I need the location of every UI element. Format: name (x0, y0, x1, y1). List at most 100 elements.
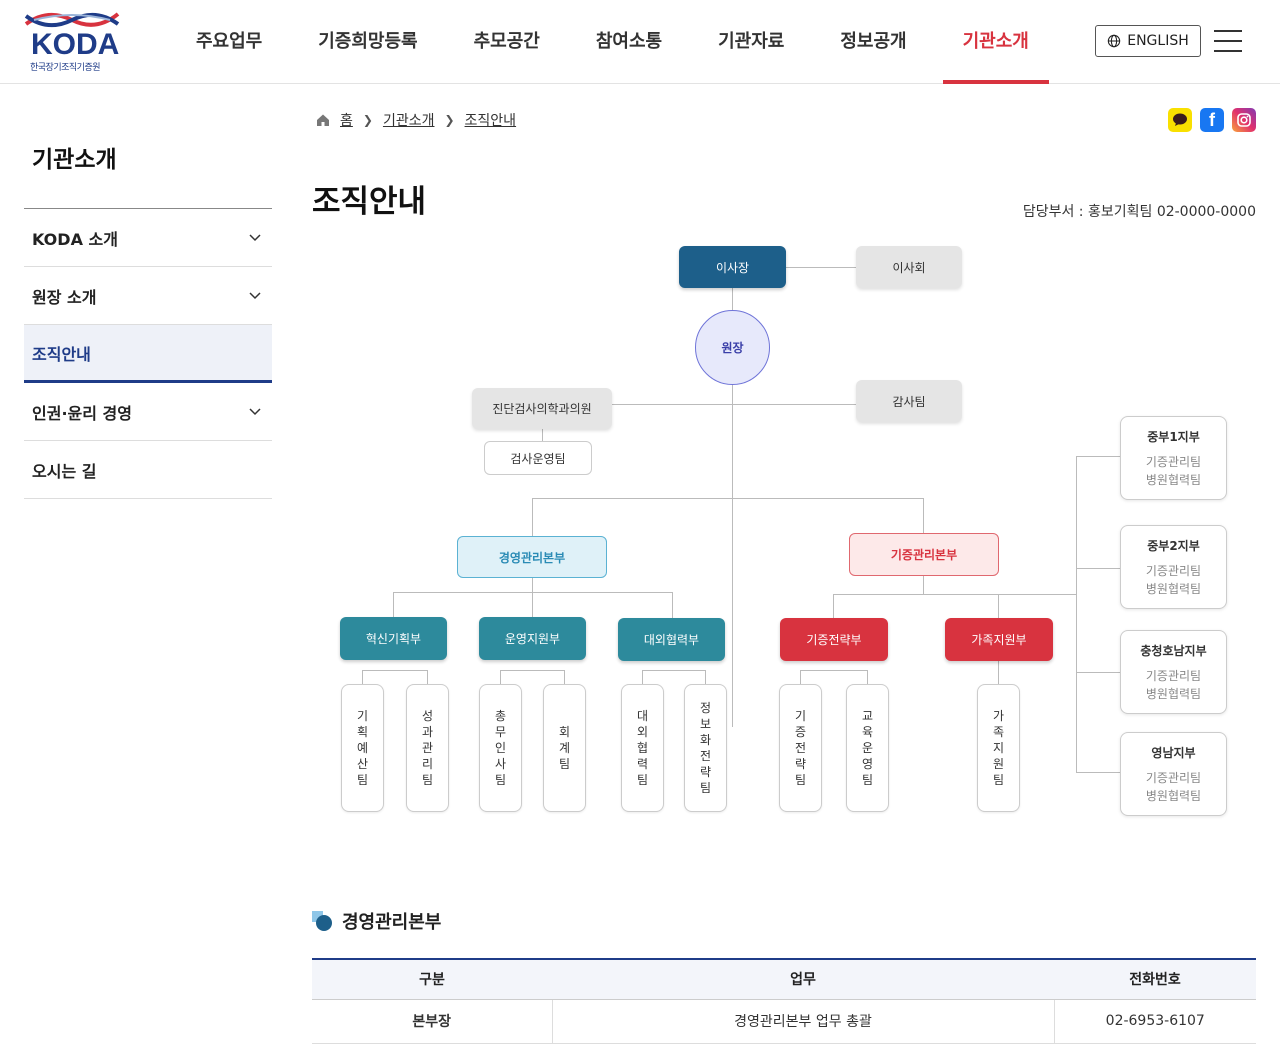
table-header: 구분 (312, 959, 552, 1000)
org-dept-operation: 운영지원부 (479, 617, 586, 660)
team-label-char: 팀 (356, 773, 369, 787)
org-clinic: 진단검사의학과의원 (472, 388, 612, 429)
team-label-char: 화 (699, 733, 712, 747)
team-label-char: 팀 (494, 773, 507, 787)
english-button[interactable]: ENGLISH (1095, 25, 1201, 57)
team-label-char: 지 (992, 741, 1005, 755)
team-label-char: 산 (356, 757, 369, 771)
breadcrumb-home[interactable]: 홈 (340, 113, 353, 129)
chevron-down-icon (249, 407, 261, 415)
facebook-icon[interactable]: f (1200, 108, 1224, 132)
branch-team: 병원협력팀 (1145, 686, 1202, 701)
nav-item-main-work[interactable]: 주요업무 (196, 31, 263, 52)
logo-swoosh-icon (24, 12, 120, 28)
chevron-right-icon: ❯ (362, 113, 373, 127)
team-label-char: 가 (992, 709, 1005, 723)
table-row: 본부장 경영관리본부 업무 총괄 02-6953-6107 (312, 999, 1256, 1044)
team-label-char: 족 (992, 725, 1005, 739)
org-lab-team: 검사운영팀 (484, 441, 592, 475)
breadcrumb-organization[interactable]: 조직안내 (464, 113, 517, 129)
team-label-char: 증 (794, 725, 807, 739)
menu-hamburger-icon[interactable] (1214, 30, 1242, 52)
sidebar-item-koda-intro[interactable]: KODA 소개 (24, 209, 272, 267)
team-label-char: 인 (494, 741, 507, 755)
instagram-icon[interactable] (1232, 108, 1256, 132)
team-label-char: 영 (861, 757, 874, 771)
site-header: KODA 한국장기조직기증원 주요업무 기증희망등록 추모공간 참여소통 기관자… (0, 0, 1280, 84)
sidebar-item-directions[interactable]: 오시는 길 (24, 441, 272, 499)
team-label-char: 보 (699, 717, 712, 731)
org-dept-family: 가족지원부 (945, 618, 1053, 661)
english-button-label: ENGLISH (1127, 33, 1189, 49)
logo-text: KODA (31, 28, 120, 61)
globe-icon (1108, 34, 1121, 48)
team-label-char: 회 (558, 725, 571, 739)
nav-item-memorial[interactable]: 추모공간 (473, 31, 540, 52)
sidebar-item-label: 오시는 길 (32, 461, 97, 481)
sidebar-item-label: KODA 소개 (32, 229, 118, 249)
share-buttons: f (1168, 108, 1256, 132)
sidebar-menu: KODA 소개 원장 소개 조직안내 인권·윤리 경영 오시는 길 (24, 208, 272, 499)
org-chairman: 이사장 (679, 246, 786, 288)
org-hq-donation: 기증관리본부 (849, 533, 999, 576)
kakao-icon[interactable] (1168, 108, 1192, 132)
nav-item-materials[interactable]: 기관자료 (718, 31, 785, 52)
sidebar-item-organization[interactable]: 조직안내 (24, 325, 272, 383)
team-label-char: 기 (794, 709, 807, 723)
org-director: 원장 (695, 310, 770, 385)
team-label-char: 운 (861, 741, 874, 755)
nav-item-disclosure[interactable]: 정보공개 (840, 31, 907, 52)
org-audit-team: 감사팀 (856, 380, 962, 422)
branch-name: 영남지부 (1151, 745, 1196, 760)
koda-logo[interactable]: KODA 한국장기조직기증원 (24, 10, 124, 74)
branch-team: 병원협력팀 (1145, 788, 1202, 803)
breadcrumb-about[interactable]: 기관소개 (382, 113, 435, 129)
branch-team: 병원협력팀 (1145, 472, 1202, 487)
team-label-char: 예 (356, 741, 369, 755)
sidebar-item-ethics[interactable]: 인권·윤리 경영 (24, 383, 272, 441)
team-label-char: 사 (494, 757, 507, 771)
dept-contact: 담당부서 : 홍보기획팀 02-0000-0000 (1022, 204, 1256, 220)
sidebar-title: 기관소개 (32, 147, 117, 173)
team-label-char: 대 (636, 709, 649, 723)
main-nav: 주요업무 기증희망등록 추모공간 참여소통 기관자료 정보공개 기관소개 (168, 0, 1057, 84)
org-branch: 중부2지부 기증관리팀 병원협력팀 (1120, 525, 1227, 609)
org-branch: 영남지부 기증관리팀 병원협력팀 (1120, 732, 1227, 816)
org-hq-management: 경영관리본부 (457, 536, 607, 578)
team-label-char: 팀 (421, 773, 434, 787)
sidebar-item-label: 조직안내 (32, 344, 91, 364)
nav-item-about[interactable]: 기관소개 (935, 0, 1057, 84)
team-label-char: 력 (636, 757, 649, 771)
nav-item-participation[interactable]: 참여소통 (595, 31, 663, 52)
team-label-char: 기 (356, 709, 369, 723)
team-label-char: 팀 (636, 773, 649, 787)
chevron-right-icon: ❯ (444, 113, 455, 127)
sidebar-item-label: 인권·윤리 경영 (32, 403, 132, 423)
team-label-char: 관 (421, 741, 434, 755)
breadcrumb: 홈 ❯ 기관소개 ❯ 조직안내 (316, 110, 516, 130)
team-label-char: 팀 (861, 773, 874, 787)
team-label-char: 전 (794, 741, 807, 755)
chevron-down-icon (249, 291, 261, 299)
team-label-char: 팀 (794, 773, 807, 787)
org-branch: 충청호남지부 기증관리팀 병원협력팀 (1120, 630, 1227, 714)
table-header: 업무 (552, 959, 1054, 1000)
team-label-char: 획 (356, 725, 369, 739)
nav-item-donor-registration[interactable]: 기증희망등록 (318, 31, 418, 52)
dept-table: 구분 업무 전화번호 본부장 경영관리본부 업무 총괄 02-6953-6107 (312, 958, 1256, 1044)
sidebar-item-label: 원장 소개 (32, 287, 97, 307)
org-dept-external: 대외협력부 (618, 618, 725, 661)
team-label-char: 육 (861, 725, 874, 739)
team-label-char: 략 (794, 757, 807, 771)
branch-name: 중부2지부 (1147, 538, 1200, 553)
team-label-char: 원 (992, 757, 1005, 771)
team-label-char: 팀 (992, 773, 1005, 787)
org-dept-innovation: 혁신기획부 (340, 617, 447, 660)
sidebar-item-director-intro[interactable]: 원장 소개 (24, 267, 272, 325)
team-label-char: 계 (558, 741, 571, 755)
team-label-char: 협 (636, 741, 649, 755)
